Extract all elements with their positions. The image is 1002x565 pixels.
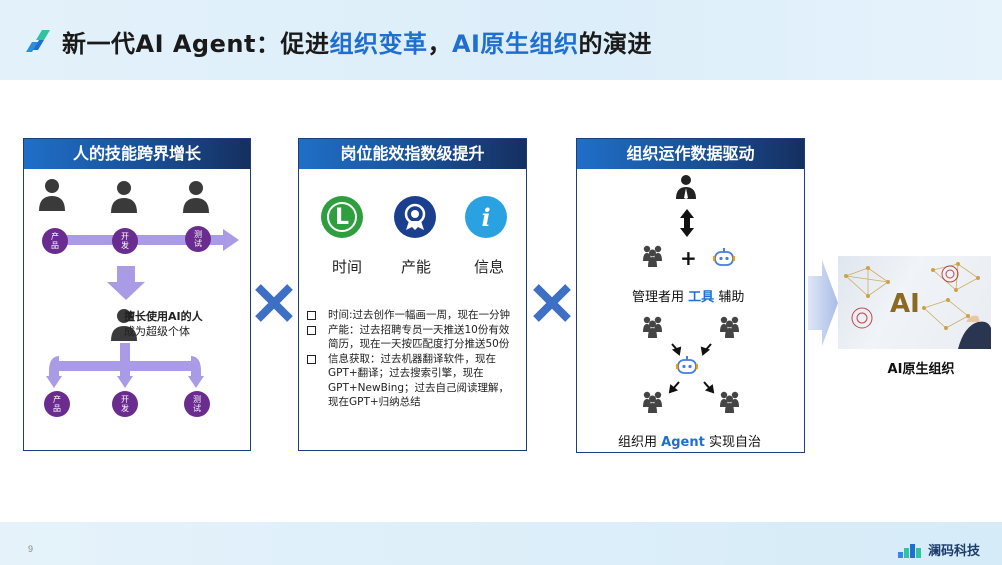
data-driven-panel: 组织运作数据驱动 [576, 138, 805, 453]
ai-organization-image: AI [838, 256, 991, 349]
skills-panel: 人的技能跨界增长 [23, 138, 251, 451]
bullet-item: 时间:过去创作一幅画一周，现在一分钟 [306, 308, 518, 323]
bullet-item: 信息获取：过去机器翻译软件，现在GPT+翻译；过去搜索引擎，现在GPT+NewB… [306, 352, 518, 410]
skills-diagram [39, 179, 239, 388]
page-number: 9 [28, 544, 34, 554]
footer-band [0, 522, 1002, 565]
brand-logo: 澜码科技 [898, 540, 980, 559]
circle-test-bottom: 测试 [184, 391, 210, 417]
circle-product-top: 产品 [42, 228, 68, 254]
chevron-right-icon [808, 260, 838, 346]
skills-panel-title: 人的技能跨界增长 [24, 139, 250, 169]
capacity-label: 产能 [400, 258, 431, 276]
super-individual-text: 擅长使用AI的人 成为超级个体 [124, 310, 203, 338]
page-title: 新一代AI Agent：促进组织变革，AI原生组织的演进 [62, 30, 652, 58]
circle-product-bottom: 产品 [44, 391, 70, 417]
bullet-item: 产能：过去招聘专员一天推送10份有效简历，现在一天按匹配度打分推送50份 [306, 323, 518, 352]
circle-test-top: 测试 [185, 226, 211, 252]
org-agent-text: 组织用 Agent 实现自治 [618, 435, 761, 450]
ai-native-org-label: AI原生组织 [887, 362, 955, 377]
time-label: 时间 [331, 258, 362, 276]
manager-icon [676, 175, 696, 199]
circle-dev-top: 开发 [112, 228, 138, 254]
svg-text:AI: AI [890, 289, 920, 319]
header-band [0, 0, 1002, 80]
info-label: 信息 [473, 258, 504, 276]
logo-icon [26, 30, 50, 52]
efficiency-bullets: 时间:过去创作一幅画一周，现在一分钟 产能：过去招聘专员一天推送10份有效简历，… [306, 308, 518, 410]
efficiency-panel-title: 岗位能效指数级提升 [299, 139, 526, 169]
multiply-icon [533, 284, 571, 322]
info-icon: i [465, 196, 507, 238]
up-down-arrow-icon [680, 209, 694, 237]
manager-tool-text: 管理者用 工具 辅助 [632, 290, 745, 305]
brand-name: 澜码科技 [928, 544, 981, 559]
brand-logo-icon [898, 543, 921, 558]
svg-text:+: + [680, 246, 697, 270]
person-icon-row-top [39, 179, 209, 213]
efficiency-panel: 岗位能效指数级提升 [298, 138, 527, 451]
circle-dev-bottom: 开发 [112, 391, 138, 417]
data-driven-panel-title: 组织运作数据驱动 [577, 139, 804, 169]
clock-icon: L [321, 196, 363, 238]
badge-icon [394, 196, 436, 238]
org-diagram: + [643, 175, 739, 413]
multiply-icon [255, 284, 293, 322]
